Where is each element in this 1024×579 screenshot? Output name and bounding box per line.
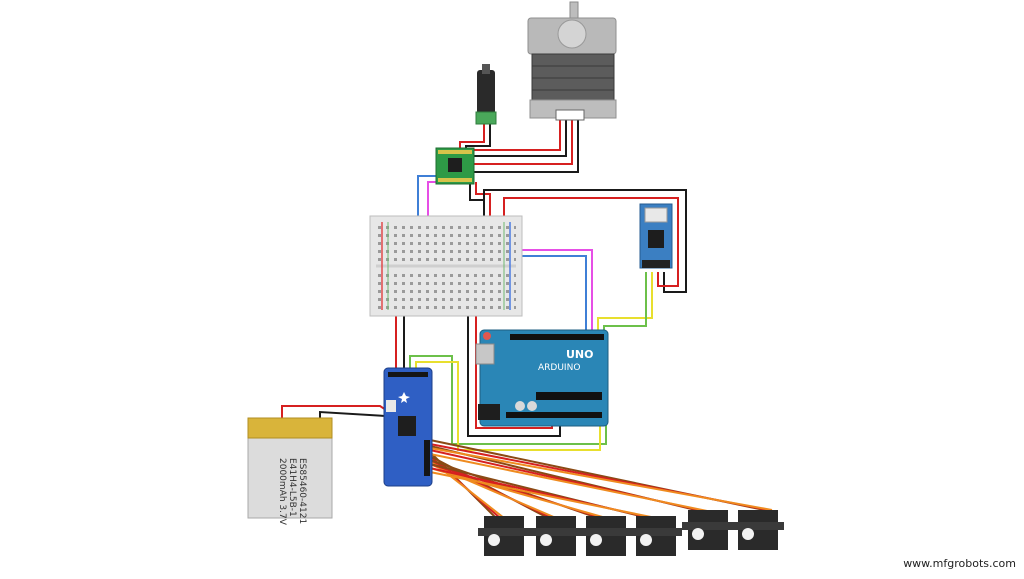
- pca9685-servo-driver: [383, 367, 433, 487]
- wire-bt-green: [603, 272, 647, 334]
- wire-bt-red: [503, 197, 679, 287]
- wire-motor-black: [472, 120, 567, 157]
- wire-battery-red: [281, 405, 387, 418]
- servo-3: [580, 516, 632, 556]
- wire-motor-red-2: [472, 120, 573, 165]
- arduino-brand-label: ARDUINO: [538, 363, 580, 373]
- wire-jack-black: [465, 124, 491, 150]
- stepper-driver-module: [435, 147, 475, 185]
- watermark-text: www.mfgrobots.com: [903, 557, 1016, 570]
- wires: [281, 120, 773, 519]
- wire-bt-yellow: [597, 272, 653, 334]
- wire-jack-red: [459, 124, 485, 150]
- servo-5: [682, 510, 734, 550]
- wire-motor-black-2: [472, 120, 579, 173]
- servo-2: [530, 516, 582, 556]
- battery-label-line3: 2000mAh 3.7V: [277, 458, 287, 526]
- arduino-model-label: UNO: [566, 348, 594, 361]
- wire-pca-green: [409, 355, 607, 445]
- servo-wires-6: [429, 439, 773, 511]
- barrel-jack: [475, 64, 497, 125]
- servo-6: [732, 510, 784, 550]
- servo-wires-4: [429, 463, 657, 519]
- wire-battery-black: [319, 410, 387, 418]
- breadboard: [369, 215, 523, 317]
- stepper-motor: [527, 1, 617, 121]
- servo-1: [478, 516, 530, 556]
- wire-bt-black: [483, 189, 687, 293]
- wire-pca-yellow: [415, 361, 601, 451]
- wire-bb-arduino-black: [467, 312, 561, 437]
- battery-label-line1: ES85460-4121: [297, 458, 307, 524]
- lipo-battery: ES85460-4121 E41H4-L5B-1 2000mAh 3.7V: [247, 417, 333, 526]
- bluetooth-module: [639, 203, 673, 269]
- arduino-uno: ARDUINO UNO: [475, 329, 609, 427]
- battery-label-line2: E41H4-L5B-1: [287, 458, 297, 517]
- servo-4: [630, 516, 682, 556]
